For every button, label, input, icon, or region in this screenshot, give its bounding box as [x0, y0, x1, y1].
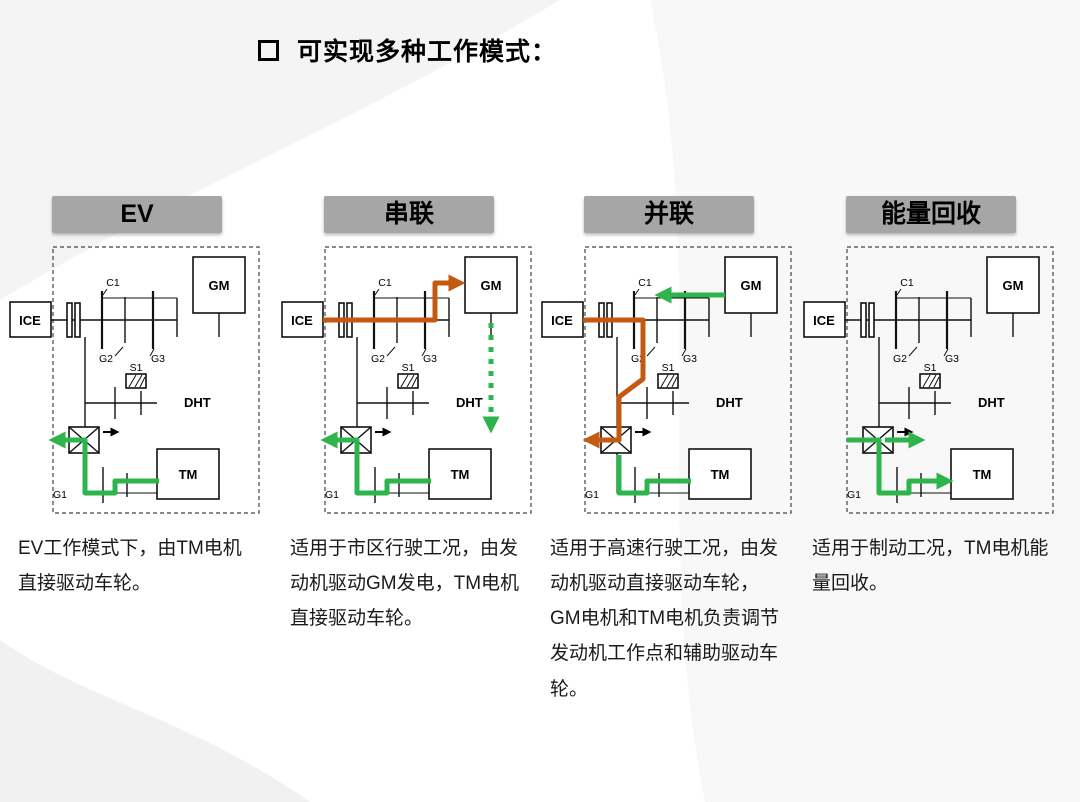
mode-panel-parallel: 并联 适用于高速行驶工况，由发动机驱动直接驱动车轮，GM电机和TM电机负责调节发…	[538, 196, 800, 707]
mode-badge-series: 串联	[324, 196, 494, 233]
slide-title-row: 可实现多种工作模式：	[258, 32, 557, 68]
dht-diagram-parallel	[539, 241, 799, 521]
flow-arrow-wheels-to-tm	[847, 437, 954, 496]
square-bullet-icon	[258, 39, 279, 61]
bg-swoosh-bottom-left	[0, 640, 310, 802]
mode-panel-ev: EV EV工作模式下，由TM电机直接驱动车轮。	[6, 196, 268, 601]
mode-panel-series: 串联 适用于市区行驶工况，由发动机驱动GM发电，TM电机直接驱动车轮。	[278, 196, 540, 636]
dht-schematic	[804, 247, 1053, 513]
mode-description-ev: EV工作模式下，由TM电机直接驱动车轮。	[18, 538, 242, 595]
mode-description-regen: 适用于制动工况，TM电机能量回收。	[812, 538, 1049, 595]
dht-schematic	[10, 247, 259, 513]
dht-diagram-ev	[7, 241, 267, 521]
mode-badge-parallel: 并联	[584, 196, 754, 233]
bg-swoosh-top-left	[0, 0, 560, 300]
dht-schematic	[282, 247, 531, 513]
mode-badge-ev: EV	[52, 196, 222, 233]
dht-diagram-series	[279, 241, 539, 521]
mode-description-parallel: 适用于高速行驶工况，由发动机驱动直接驱动车轮，GM电机和TM电机负责调节发动机工…	[550, 538, 780, 700]
mode-panel-regen: 能量回收 适用于制动工况，TM电机能量回收。	[800, 196, 1062, 601]
flow-arrow-ice-to-gm	[323, 274, 466, 323]
flow-arrow-tm-assist	[616, 455, 691, 496]
slide-title: 可实现多种工作模式：	[297, 38, 558, 66]
flow-arrow-tm-to-wheels	[48, 431, 159, 496]
dht-diagram-regen	[801, 241, 1061, 521]
mode-badge-regen: 能量回收	[846, 196, 1016, 233]
dht-schematic	[542, 247, 791, 513]
flow-arrow-ice-to-wheels	[582, 317, 646, 449]
mode-description-series: 适用于市区行驶工况，由发动机驱动GM发电，TM电机直接驱动车轮。	[290, 538, 520, 630]
flow-arrow-tm-to-wheels	[320, 431, 431, 496]
